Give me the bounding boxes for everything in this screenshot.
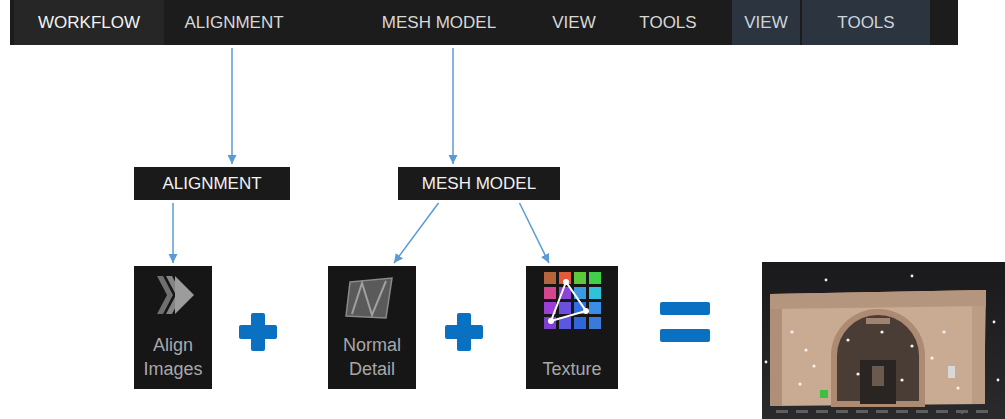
- node-text: ALIGNMENT: [184, 13, 283, 33]
- texture-cell: [589, 302, 601, 314]
- normal-panel: [346, 278, 392, 318]
- point-dot: [846, 338, 849, 341]
- connector-arrow: [520, 203, 550, 263]
- wall-fixture: [948, 366, 955, 378]
- ground-tick: [936, 410, 948, 413]
- align-icon: [134, 266, 212, 330]
- ground-tick: [816, 410, 828, 413]
- tool-button: Normal Detail: [328, 266, 416, 389]
- ground-tick: [856, 410, 868, 413]
- building-arch: [834, 312, 922, 404]
- node-text: WORKFLOW: [38, 13, 140, 33]
- point-dot: [930, 356, 933, 359]
- point-dot: [993, 321, 996, 324]
- node-text: MESH MODEL: [422, 174, 536, 194]
- plus-bar: [239, 325, 277, 339]
- point-dot: [804, 348, 807, 351]
- connector-arrow: [231, 48, 233, 164]
- point-dot: [910, 344, 913, 347]
- node-text: TOOLS: [837, 13, 894, 33]
- connector-arrow: [452, 48, 454, 164]
- menu-item: VIEW: [732, 0, 800, 45]
- ground-tick: [796, 410, 808, 413]
- ground-tick: [836, 410, 848, 413]
- connector-arrow: [394, 203, 439, 263]
- node-text: VIEW: [552, 13, 595, 33]
- texture-cell: [589, 317, 601, 329]
- ground-tick: [976, 410, 988, 413]
- point-dot: [880, 330, 883, 333]
- node-text: TOOLS: [639, 13, 696, 33]
- menu-item: MESH MODEL: [370, 0, 508, 45]
- plus-sign: [239, 313, 277, 351]
- plus-sign: [445, 313, 483, 351]
- render-background: [762, 262, 1005, 419]
- green-marker: [820, 390, 828, 398]
- uv-vertex: [563, 279, 569, 285]
- node-text: VIEW: [744, 13, 787, 33]
- texture-cell: [559, 302, 571, 314]
- building-door: [860, 360, 896, 404]
- ground-tick: [896, 410, 908, 413]
- ground-tick: [956, 410, 968, 413]
- node-text: MESH MODEL: [382, 13, 496, 33]
- node-text: ALIGNMENT: [162, 174, 261, 194]
- point-dot: [856, 372, 859, 375]
- point-dot: [812, 364, 815, 367]
- connector-group: [173, 48, 549, 263]
- equals-bar: [660, 329, 710, 342]
- menu-item: VIEW: [538, 0, 610, 45]
- normal-detail-icon: [328, 266, 416, 330]
- ground-tick: [916, 410, 928, 413]
- connector-arrow: [172, 203, 174, 263]
- texture-cell: [544, 287, 556, 299]
- menu-item: TOOLS: [626, 0, 710, 45]
- door-window: [872, 366, 884, 386]
- building-facade: [770, 290, 986, 406]
- node-text: Texture: [531, 358, 613, 381]
- point-dot: [798, 382, 801, 385]
- texture-cell: [589, 287, 601, 299]
- texture-cell: [574, 272, 586, 284]
- point-dot: [900, 378, 903, 381]
- point-dot: [997, 379, 1000, 382]
- section-label: ALIGNMENT: [134, 167, 290, 200]
- menu-item: TOOLS: [802, 0, 930, 45]
- equals-sign: [660, 302, 710, 342]
- texture-cell: [559, 272, 571, 284]
- uv-vertex: [583, 308, 589, 314]
- point-dot: [790, 330, 793, 333]
- plus-bar: [445, 325, 483, 339]
- tool-button: Align Images: [134, 266, 212, 389]
- texture-cell: [544, 317, 556, 329]
- building-sign: [866, 318, 890, 324]
- point-dot: [911, 275, 914, 278]
- uv-triangle: [551, 282, 586, 321]
- uv-vertex: [548, 318, 554, 324]
- node-text: Normal Detail: [333, 334, 411, 381]
- equals-bar: [660, 302, 710, 315]
- chevron: [175, 276, 194, 314]
- menu-item: WORKFLOW: [14, 0, 164, 45]
- node-text: Align Images: [139, 334, 207, 381]
- point-dot: [825, 279, 828, 282]
- building-pilaster: [972, 306, 985, 404]
- texture-cell: [589, 272, 601, 284]
- point-dot: [765, 361, 768, 364]
- section-label: MESH MODEL: [398, 167, 560, 200]
- building-pilaster: [770, 309, 782, 406]
- tool-button: Texture: [526, 266, 618, 389]
- building-cornice: [770, 290, 986, 309]
- texture-icon: [526, 266, 618, 330]
- menu-item: ALIGNMENT: [174, 0, 294, 45]
- texture-cell: [574, 317, 586, 329]
- point-dot: [956, 386, 959, 389]
- ground-tick: [776, 410, 788, 413]
- texture-cell: [544, 272, 556, 284]
- normal-zigzag: [352, 281, 386, 315]
- model-render: [762, 262, 1005, 419]
- ground-tick: [876, 410, 888, 413]
- point-dot: [942, 330, 945, 333]
